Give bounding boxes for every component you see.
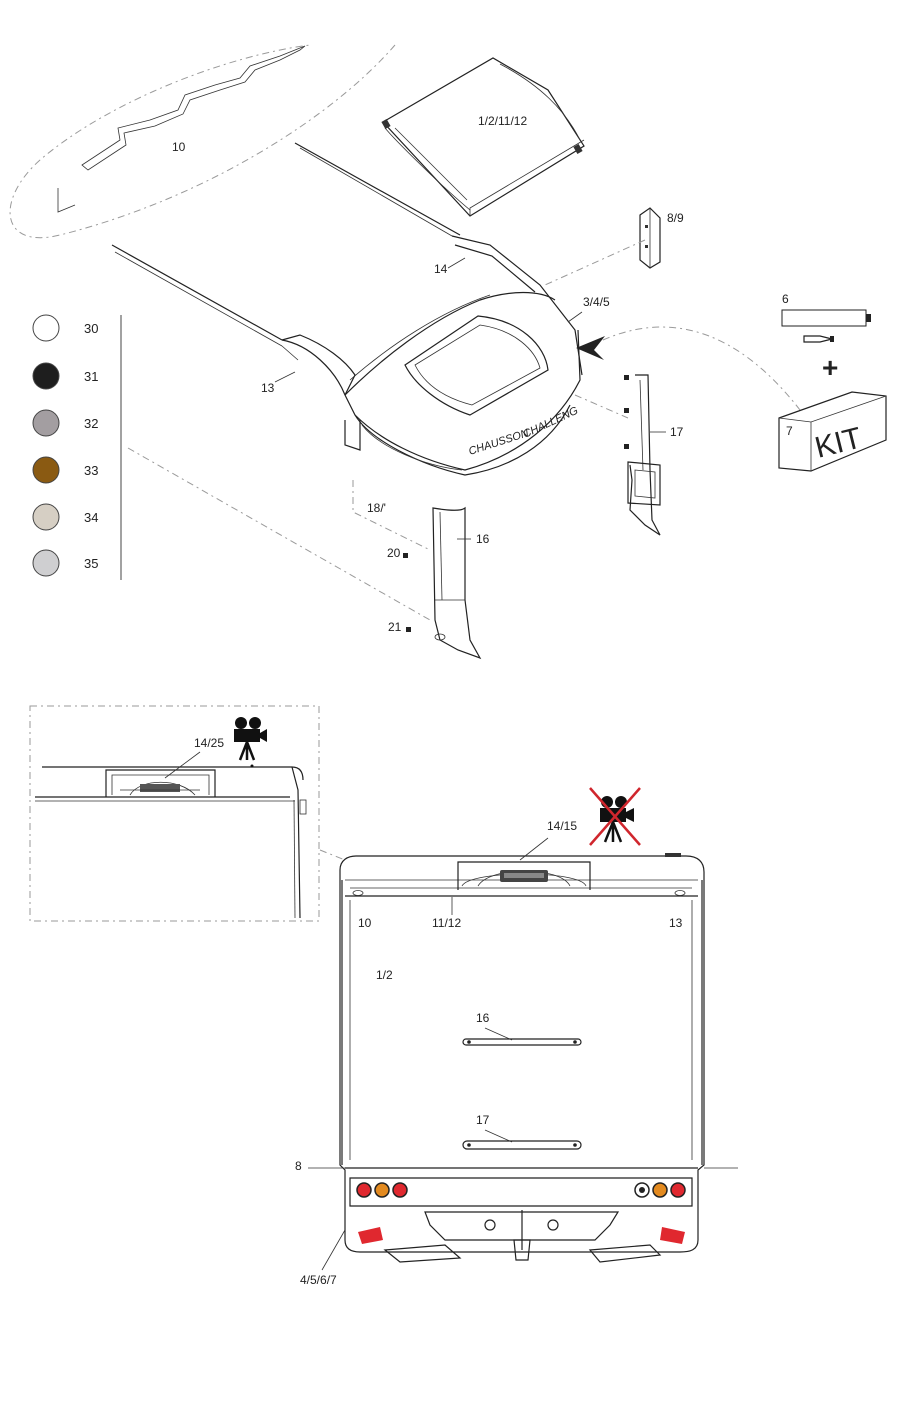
label-bumper-line: 8 [295, 1159, 302, 1173]
bracket: 8/9 [639, 207, 684, 269]
right-pillar: 17 [624, 374, 684, 536]
swatch-label-35: 35 [84, 556, 98, 571]
left-pillar: 16 [432, 506, 490, 660]
swatch-31: 31 [32, 362, 98, 390]
label-side-trim: 13 [261, 381, 275, 395]
seal-strip [81, 45, 306, 171]
label-lamp-group: 4/5/6/7 [300, 1273, 337, 1287]
tail-light-right-3 [670, 1182, 686, 1198]
label-side-camera: 14/25 [194, 736, 224, 750]
label-bracket: 8/9 [667, 211, 684, 225]
label-roof-camera: 14/15 [547, 819, 577, 833]
label-right-corner: 13 [669, 916, 683, 930]
label-kit-number: 7 [786, 424, 793, 438]
swatch-34: 34 [32, 503, 98, 531]
label-center-rail: 11/12 [432, 916, 461, 930]
tail-light-right-2 [652, 1182, 668, 1198]
skylight: 1/2/11/12 [381, 57, 585, 217]
swatch-label-31: 31 [84, 369, 98, 384]
swatch-32: 32 [32, 409, 98, 437]
label-seal-strip: 10 [172, 140, 186, 154]
label-left-pillar: 16 [476, 532, 490, 546]
sealant-tube: 6 [781, 292, 871, 343]
seal-strip-mark [57, 188, 76, 213]
label-rear-cap: 3/4/5 [583, 295, 610, 309]
label-upper-strip: 16 [476, 1011, 490, 1025]
swatch-label-33: 33 [84, 463, 98, 478]
rear-strip-17 [462, 1140, 582, 1150]
label-panel: 1/2 [376, 968, 393, 982]
label-roof-trim: 14 [434, 262, 448, 276]
reflector-left [358, 1227, 383, 1244]
tail-light-left-3 [392, 1182, 408, 1198]
tail-light-left-2 [374, 1182, 390, 1198]
side-detail-view: 14/25 [29, 705, 346, 922]
brand-text-1: CHAUSSON [467, 427, 530, 458]
label-screw-20: 20 [387, 546, 401, 560]
arrow-pointer [576, 336, 605, 360]
exploded-view: 10 1/2/11/12 [9, 44, 887, 660]
kit-text: KIT [812, 421, 865, 464]
label-screw-21: 21 [388, 620, 402, 634]
kit-box: 7 KIT [778, 391, 887, 472]
label-screw-18: 18/' [367, 501, 386, 515]
swatch-label-32: 32 [84, 416, 98, 431]
swatch-33: 33 [32, 456, 98, 484]
reflector-right [660, 1227, 685, 1244]
swatch-30: 30 [32, 314, 98, 342]
camera-icon [234, 717, 267, 768]
label-left-corner: 10 [358, 916, 372, 930]
plus-sign: + [822, 352, 838, 383]
label-skylight: 1/2/11/12 [478, 114, 527, 128]
rear-view: 14/15 10 11/12 13 1/2 16 17 8 4/5/6/7 [295, 787, 738, 1287]
label-right-pillar: 17 [670, 425, 684, 439]
tail-light-left-1 [356, 1182, 372, 1198]
swatch-35: 35 [32, 549, 98, 577]
seal-detail-ellipse [9, 44, 396, 239]
camera-crossed-icon [589, 787, 641, 846]
swatch-label-34: 34 [84, 510, 98, 525]
color-legend: 30 31 32 33 34 35 [32, 314, 122, 580]
brand-text-2: CHALLENG [521, 405, 580, 441]
label-lower-strip: 17 [476, 1113, 490, 1127]
label-sealant: 6 [782, 292, 789, 306]
rear-strip-16 [462, 1038, 582, 1046]
screw-20-mark [403, 553, 408, 558]
screw-21-mark [406, 627, 411, 632]
swatch-label-30: 30 [84, 321, 98, 336]
